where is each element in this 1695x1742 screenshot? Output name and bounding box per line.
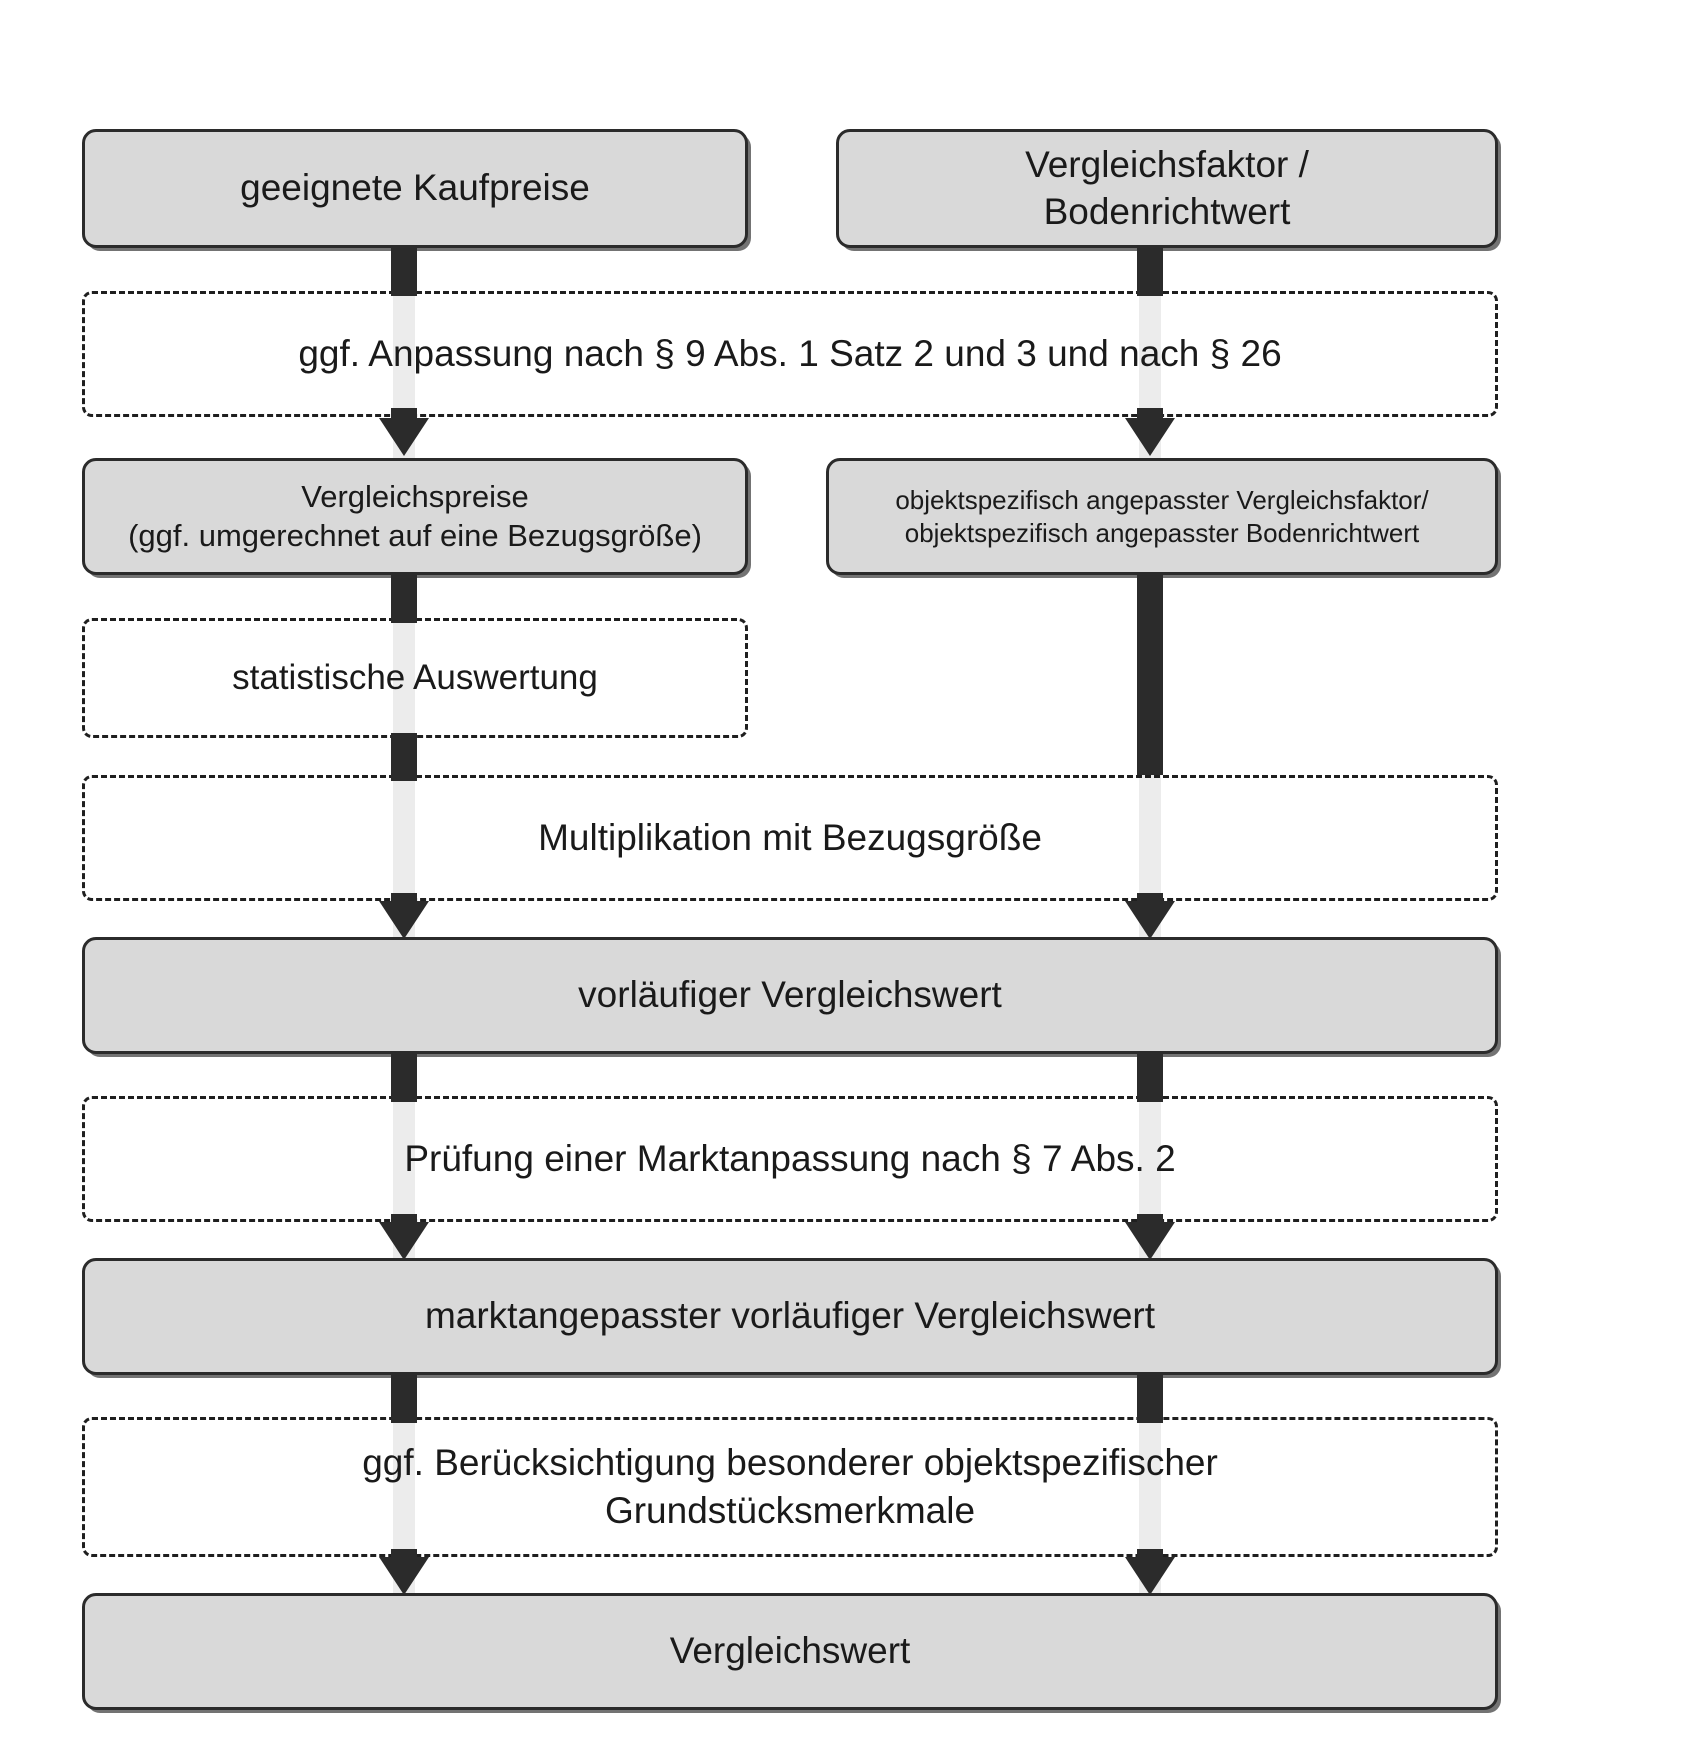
band-beruecksichtigung-line2: Grundstücksmerkmale [604,1490,976,1531]
node-objektspezifisch-angepasst[interactable]: objektspezifisch angepasster Vergleichsf… [826,458,1498,575]
connector-stub-vergleichspreise-to-statistik [391,575,417,623]
connector-objektspezifisch-to-multiplikation [1137,575,1163,775]
band-statistische-auswertung: statistische Auswertung [82,618,748,738]
node-vergleichswert[interactable]: Vergleichswert [82,1593,1498,1710]
node-vorlaeufiger-vergleichswert-label: vorläufiger Vergleichswert [578,974,1002,1016]
arrowhead-anpassung-to-objektspezifisch [1125,418,1175,456]
node-objektspezifisch-line1: objektspezifisch angepasster Vergleichsf… [895,485,1429,515]
arrowhead-anpassung-to-vergleichspreise [379,418,429,456]
connector-stub-marktangepasster-to-beruecksichtigung-right [1137,1375,1163,1423]
band-multiplikation: Multiplikation mit Bezugsgröße [82,775,1498,901]
node-vergleichswert-label: Vergleichswert [669,1630,911,1672]
band-anpassung: ggf. Anpassung nach § 9 Abs. 1 Satz 2 un… [82,291,1498,417]
band-marktanpassung: Prüfung einer Marktanpassung nach § 7 Ab… [82,1096,1498,1222]
node-objektspezifisch-line2: objektspezifisch angepasster Bodenrichtw… [904,517,1420,548]
node-marktangepasster-label: marktangepasster vorläufiger Vergleichsw… [424,1295,1156,1337]
arrowhead-multiplikation-to-vorlaeufiger-right [1125,901,1175,939]
connector-stub-vorlaeufiger-to-marktanpassung-right [1137,1054,1163,1102]
node-geeignete-kaufpreise[interactable]: geeignete Kaufpreise [82,129,748,248]
band-marktanpassung-label: Prüfung einer Marktanpassung nach § 7 Ab… [404,1137,1176,1179]
node-vergleichsfaktor-bodenrichtwert[interactable]: Vergleichsfaktor / Bodenrichtwert [836,129,1498,248]
arrowhead-beruecksichtigung-to-vergleichswert-left [379,1557,429,1595]
arrowhead-marktanpassung-to-marktangepasster-right [1125,1222,1175,1260]
node-vergleichspreise-line1: Vergleichspreise [301,478,529,514]
arrowhead-beruecksichtigung-to-vergleichswert-right [1125,1557,1175,1595]
arrowhead-marktanpassung-to-marktangepasster-left [379,1222,429,1260]
arrowhead-multiplikation-to-vorlaeufiger-left [379,901,429,939]
node-vorlaeufiger-vergleichswert[interactable]: vorläufiger Vergleichswert [82,937,1498,1054]
connector-stub-marktangepasster-to-beruecksichtigung-left [391,1375,417,1423]
node-geeignete-kaufpreise-label: geeignete Kaufpreise [240,167,590,209]
node-vergleichspreise[interactable]: Vergleichspreise (ggf. umgerechnet auf e… [82,458,748,575]
connector-stub-statistik-to-multiplikation [391,733,417,781]
node-vergleichsfaktor-line2: Bodenrichtwert [1043,190,1291,232]
band-beruecksichtigung: ggf. Berücksichtigung besonderer objekts… [82,1417,1498,1557]
band-statistische-auswertung-label: statistische Auswertung [232,658,598,698]
connector-stub-vorlaeufiger-to-marktanpassung-left [391,1054,417,1102]
connector-stub-kaufpreise-to-anpassung [391,248,417,296]
band-multiplikation-label: Multiplikation mit Bezugsgröße [538,816,1042,858]
node-vergleichsfaktor-line1: Vergleichsfaktor / [1025,144,1309,186]
band-beruecksichtigung-line1: ggf. Berücksichtigung besonderer objekts… [362,1441,1218,1483]
node-marktangepasster-vorlaeufiger-vergleichswert[interactable]: marktangepasster vorläufiger Vergleichsw… [82,1258,1498,1375]
connector-stub-vergleichsfaktor-to-anpassung [1137,248,1163,296]
band-anpassung-label: ggf. Anpassung nach § 9 Abs. 1 Satz 2 un… [298,332,1282,374]
node-vergleichspreise-line2: (ggf. umgerechnet auf eine Bezugsgröße) [128,517,702,553]
